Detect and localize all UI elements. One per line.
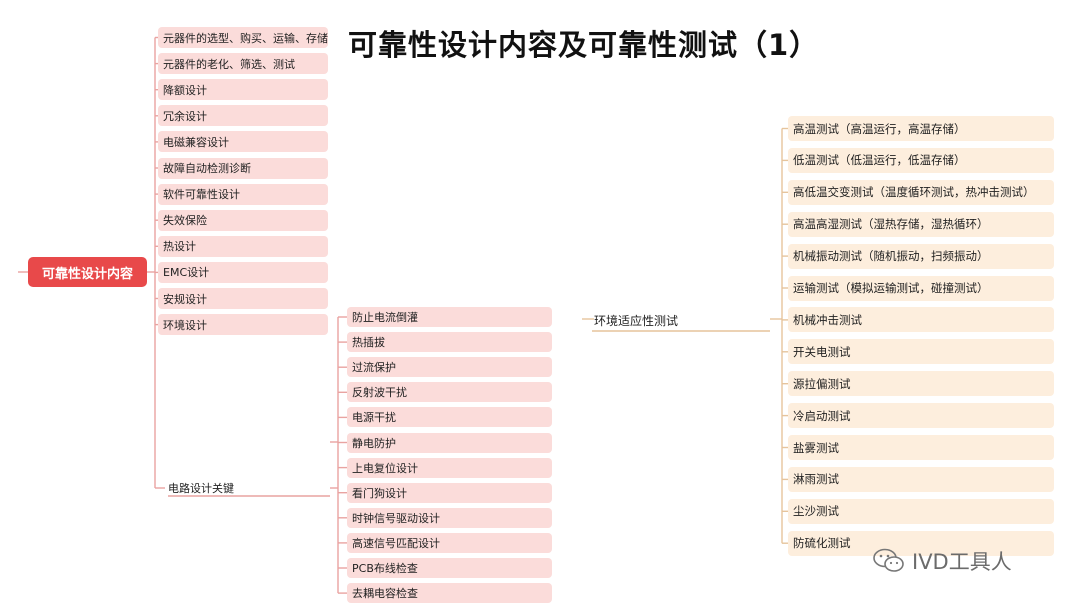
env-item-node: 防硫化测试 [788, 530, 1054, 556]
circuit-item-node: 热插拔 [347, 332, 552, 353]
env-item-node: 运输测试（模拟运输测试，碰撞测试） [788, 275, 1054, 301]
design-item-node: 软件可靠性设计 [158, 183, 328, 205]
wechat-icon [873, 548, 904, 572]
design-item-node: 元器件的老化、筛选、测试 [158, 53, 328, 75]
env-item-node: 淋雨测试 [788, 466, 1054, 492]
root-node: 可靠性设计内容 [28, 257, 147, 287]
design-item-node: 环境设计 [158, 314, 328, 336]
env-item-node: 冷启动测试 [788, 403, 1054, 429]
circuit-item-node: 反射波干扰 [347, 382, 552, 403]
circuit-item-node: 防止电流倒灌 [347, 307, 552, 327]
env-item-node: 机械冲击测试 [788, 307, 1054, 333]
design-item-node: 降额设计 [158, 79, 328, 101]
env-item-node: 低温测试（低温运行，低温存储） [788, 147, 1054, 173]
env-item-node: 开关电测试 [788, 339, 1054, 365]
circuit-item-node: 看门狗设计 [347, 482, 552, 503]
env-item-node: 尘沙测试 [788, 498, 1054, 524]
env-item-node: 高低温交变测试（温度循环测试，热冲击测试） [788, 179, 1054, 205]
env-item-node: 高温高湿测试（湿热存储，湿热循环） [788, 211, 1054, 237]
circuit-item-node: 过流保护 [347, 357, 552, 378]
design-item-node: EMC设计 [158, 261, 328, 283]
env-item-node: 源拉偏测试 [788, 371, 1054, 397]
design-item-node: 元器件的选型、购买、运输、存储 [158, 27, 328, 48]
circuit-item-node: PCB布线检查 [347, 558, 552, 578]
circuit-item-node: 上电复位设计 [347, 457, 552, 478]
circuit-item-node: 时钟信号驱动设计 [347, 507, 552, 528]
design-item-node: 热设计 [158, 235, 328, 257]
circuit-item-node: 电源干扰 [347, 407, 552, 428]
page-title: 可靠性设计内容及可靠性测试（1） [348, 28, 820, 62]
env-item-node: 高温测试（高温运行，高温存储） [788, 116, 1054, 141]
design-item-node: 故障自动检测诊断 [158, 157, 328, 179]
design-item-node: 失效保险 [158, 209, 328, 231]
watermark: IVD工具人 [872, 546, 1052, 576]
circuit-item-node: 高速信号匹配设计 [347, 532, 552, 553]
circuit-key-label: 电路设计关键 [168, 482, 234, 495]
watermark-text: IVD工具人 [912, 550, 1012, 574]
circuit-item-node: 静电防护 [347, 432, 552, 453]
design-item-node: 安规设计 [158, 288, 328, 309]
design-item-node: 冗余设计 [158, 105, 328, 127]
design-item-node: 电磁兼容设计 [158, 131, 328, 153]
circuit-item-node: 去耦电容检查 [347, 583, 552, 604]
env-item-node: 机械振动测试（随机振动，扫频振动） [788, 243, 1054, 269]
env-test-label: 环境适应性测试 [594, 313, 679, 328]
env-item-node: 盐雾测试 [788, 435, 1054, 460]
